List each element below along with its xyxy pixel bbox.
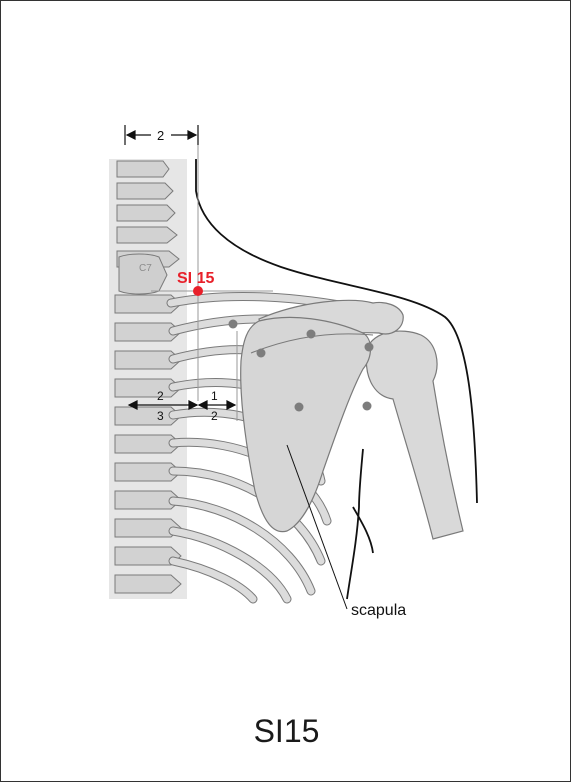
c7-vertebra [119,254,167,294]
anatomy-illustration: SI 15 C7 2 2 3 1 2 scapula [1,1,571,701]
gray-point-marker [363,402,372,411]
point-label: SI 15 [177,270,214,287]
right-measure-bottom: 2 [211,409,218,423]
gray-point-marker [257,349,266,358]
top-width-label: 2 [157,128,164,143]
figure-caption: SI15 [1,713,571,750]
humerus [366,331,463,539]
gray-point-marker [295,403,304,412]
left-measure-top: 2 [157,389,164,403]
left-measure-bottom: 3 [157,409,164,423]
gray-point-marker [229,320,238,329]
c7-label: C7 [139,263,152,274]
gray-point-marker [307,330,316,339]
si15-point-marker [193,286,203,296]
scapula-label: scapula [351,602,406,619]
right-measure-top: 1 [211,389,218,403]
gray-point-marker [365,343,374,352]
